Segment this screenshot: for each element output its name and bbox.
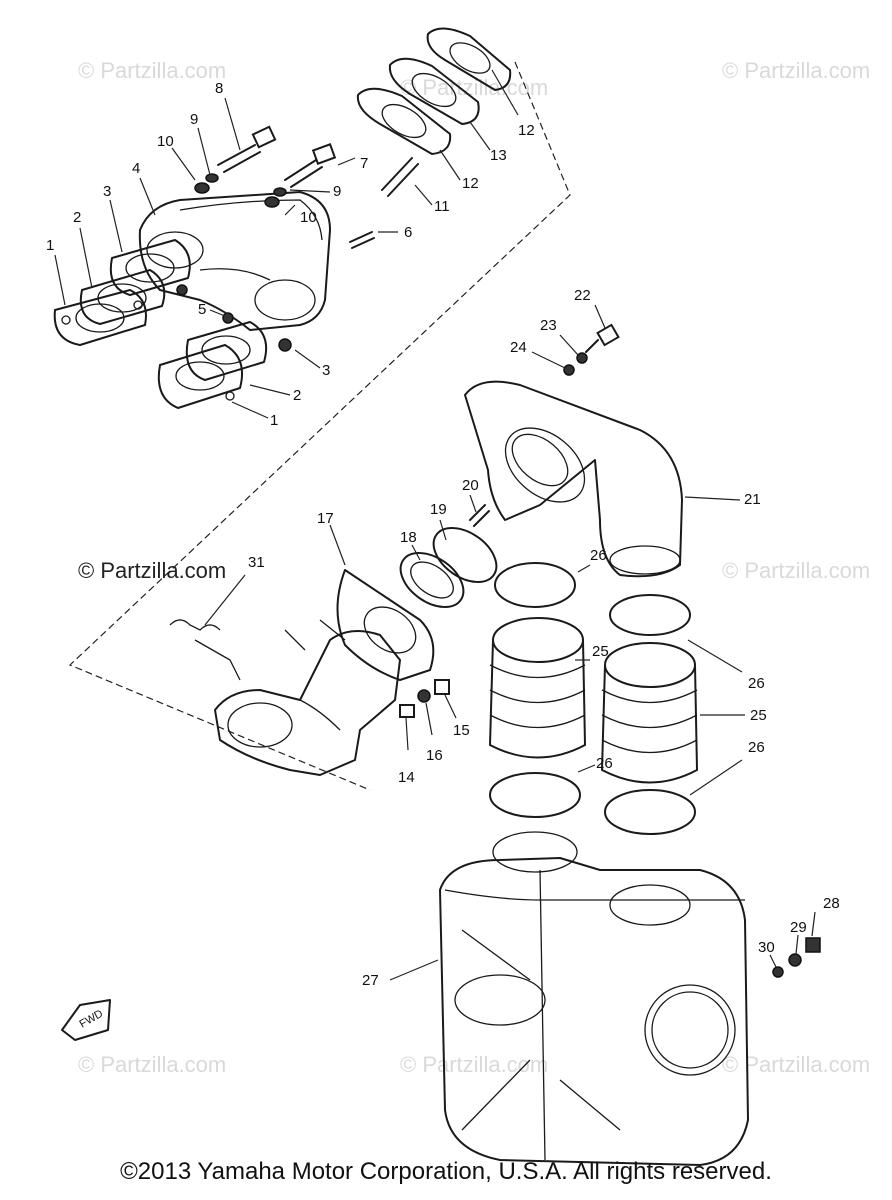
- watermark: © Partzilla.com: [722, 1052, 870, 1077]
- watermark: © Partzilla.com: [78, 1052, 226, 1077]
- nut-3-upper: [176, 284, 188, 296]
- gasket-12-lower: [356, 87, 452, 155]
- watermark: © Partzilla.com: [722, 558, 870, 583]
- callout-10: 10: [157, 133, 174, 150]
- callout-1: 1: [46, 237, 54, 254]
- ring-26-c: [489, 772, 581, 818]
- callout-10b: 10: [300, 209, 317, 226]
- watermark: © Partzilla.com: [722, 58, 870, 83]
- callout-9b: 9: [333, 183, 341, 200]
- ring-26-a: [494, 562, 576, 608]
- assembly-line: [68, 61, 571, 791]
- callout-25: 25: [592, 643, 609, 660]
- bellows-25-right: [601, 642, 698, 784]
- callout-2b: 2: [293, 387, 301, 404]
- ring-26-b: [609, 594, 691, 636]
- callout-14: 14: [398, 769, 415, 786]
- callout-24: 24: [510, 339, 527, 356]
- wire-31: [169, 619, 221, 631]
- part-15: [434, 679, 450, 695]
- washer-16: [417, 689, 431, 703]
- callout-23: 23: [540, 317, 557, 334]
- washer-24: [563, 364, 575, 376]
- washer-9b: [273, 187, 287, 197]
- svg-text:FWD: FWD: [78, 1008, 106, 1031]
- bolt-7: [284, 143, 337, 188]
- callout-5: 5: [198, 301, 206, 318]
- callout-17: 17: [317, 510, 334, 527]
- copyright-notice: ©2013 Yamaha Motor Corporation, U.S.A. A…: [120, 1158, 772, 1185]
- washer-10b: [264, 196, 280, 208]
- callout-25b: 25: [750, 707, 767, 724]
- watermark: © Partzilla.com: [400, 75, 548, 100]
- callout-11: 11: [434, 198, 450, 215]
- cap-28: [805, 937, 821, 953]
- leader-lines: [54, 69, 816, 981]
- ring-26-d: [604, 789, 696, 835]
- callout-31: 31: [248, 554, 265, 571]
- silencer-box-27: [439, 831, 749, 1166]
- washer-10: [194, 182, 210, 194]
- joint-18: [399, 552, 465, 608]
- bellows-25-left: [489, 617, 586, 759]
- gasket-1-lower: [157, 344, 244, 409]
- washer-23: [576, 352, 588, 364]
- bolt-8: [217, 125, 277, 173]
- air-intake-box-21: [464, 380, 683, 578]
- joint-19: [432, 527, 498, 583]
- washer-9: [205, 173, 219, 183]
- gasket-1: [53, 289, 147, 346]
- callout-15: 15: [453, 722, 470, 739]
- watermark: © Partzilla.com: [400, 1052, 548, 1077]
- callout-16: 16: [426, 747, 443, 764]
- gasket-12-upper: [426, 27, 512, 91]
- gasket-2: [79, 269, 166, 325]
- callout-9: 9: [190, 111, 198, 128]
- callout-21: 21: [744, 491, 761, 508]
- callout-3: 3: [103, 183, 111, 200]
- callout-22: 22: [574, 287, 591, 304]
- fwd-arrow-icon: FWD: [61, 999, 111, 1041]
- callout-27: 27: [362, 972, 379, 989]
- nut-3-lower: [278, 338, 292, 352]
- callout-20: 20: [462, 477, 479, 494]
- washer-30: [772, 966, 784, 978]
- callout-4: 4: [132, 160, 140, 177]
- callout-12: 12: [518, 122, 535, 139]
- flange-17: [336, 569, 435, 681]
- callout-1b: 1: [270, 412, 278, 429]
- exhaust-manifold-4: [138, 191, 331, 331]
- bolt-22: [585, 323, 620, 353]
- callout-2: 2: [73, 209, 81, 226]
- carburetor-assembly: [194, 619, 401, 776]
- callout-30: 30: [758, 939, 775, 956]
- nut-5: [222, 312, 234, 324]
- callout-29: 29: [790, 919, 807, 936]
- callout-8: 8: [215, 80, 223, 97]
- part-14: [399, 704, 415, 718]
- washer-29: [788, 953, 802, 967]
- callout-26b: 26: [748, 675, 765, 692]
- callout-26: 26: [590, 547, 607, 564]
- gasket-2-lower: [185, 321, 268, 381]
- watermark: © Partzilla.com: [78, 58, 226, 83]
- callout-7: 7: [360, 155, 368, 172]
- callout-12b: 12: [462, 175, 479, 192]
- callout-26c: 26: [596, 755, 613, 772]
- callout-3b: 3: [322, 362, 330, 379]
- callout-13: 13: [490, 147, 507, 164]
- callout-26d: 26: [748, 739, 765, 756]
- bolt-6: [349, 231, 375, 249]
- callout-18: 18: [400, 529, 417, 546]
- stud-11: [381, 157, 419, 197]
- callout-28: 28: [823, 895, 840, 912]
- callout-19: 19: [430, 501, 447, 518]
- callout-6: 6: [404, 224, 412, 241]
- gasket-13: [388, 57, 480, 125]
- bolt-20: [469, 504, 490, 527]
- watermark-strong: © Partzilla.com: [78, 558, 226, 583]
